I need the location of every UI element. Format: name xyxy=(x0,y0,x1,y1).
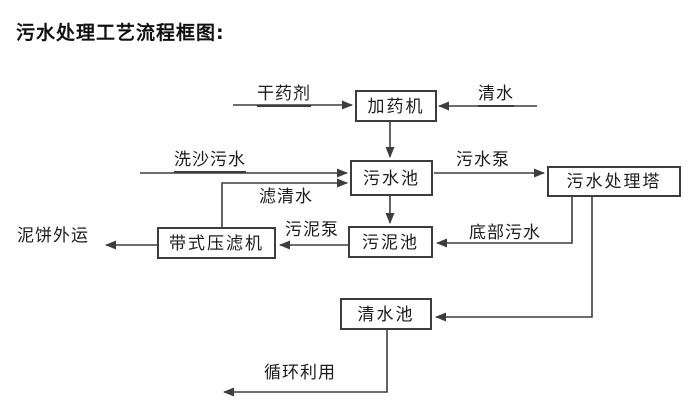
node-sludge-pool: 污泥池 xyxy=(348,226,433,258)
arrow-recycled-use xyxy=(223,330,388,397)
node-treatment-tower: 污水处理塔 xyxy=(547,166,681,197)
arrow-bottom-sewage-to-sludge-pool xyxy=(436,197,573,248)
node-dosing-machine: 加药机 xyxy=(355,90,437,122)
label-clean-water: 清水 xyxy=(478,84,514,107)
label-dry-chemical: 干药剂 xyxy=(257,84,311,107)
arrow-tower-to-clear-pool xyxy=(435,197,593,322)
node-clear-water-pool: 清水池 xyxy=(340,298,432,330)
label-sewage-pump: 污水泵 xyxy=(456,150,510,169)
label-sand-wash-sewage: 洗沙污水 xyxy=(174,150,246,173)
node-sewage-pool: 污水池 xyxy=(350,160,433,196)
label-sludge-pump: 污泥泵 xyxy=(285,220,339,239)
label-mud-cake-out: 泥饼外运 xyxy=(17,226,89,245)
label-recycled-use: 循环利用 xyxy=(264,363,336,382)
arrow-filtered-water-to-sewage-pool xyxy=(221,178,348,227)
node-belt-filter-press: 带式压滤机 xyxy=(157,227,276,259)
label-filtered-water: 滤清水 xyxy=(259,187,313,206)
label-bottom-sewage: 底部污水 xyxy=(469,223,541,242)
diagram-title: 污水处理工艺流程框图: xyxy=(16,22,225,44)
